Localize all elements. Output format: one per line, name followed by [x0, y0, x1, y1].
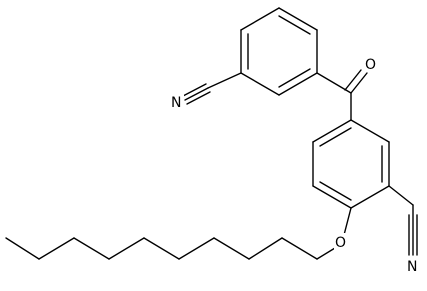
carbonyl-oxygen-label: O	[365, 57, 376, 73]
nitrile-nitrogen-left-label: N	[171, 95, 181, 111]
decyloxy-chain	[5, 207, 352, 260]
top-benzene-ring	[240, 7, 318, 96]
nitrile-nitrogen-bottom-label: N	[407, 259, 417, 275]
bottom-benzene-ring	[312, 119, 390, 209]
atom-labels: N O O N	[170, 55, 421, 275]
cyanomethyl-group	[388, 185, 418, 256]
top-nitrile-group	[182, 72, 242, 105]
ether-oxygen-label: O	[335, 235, 346, 251]
carbonyl-group	[316, 69, 368, 121]
